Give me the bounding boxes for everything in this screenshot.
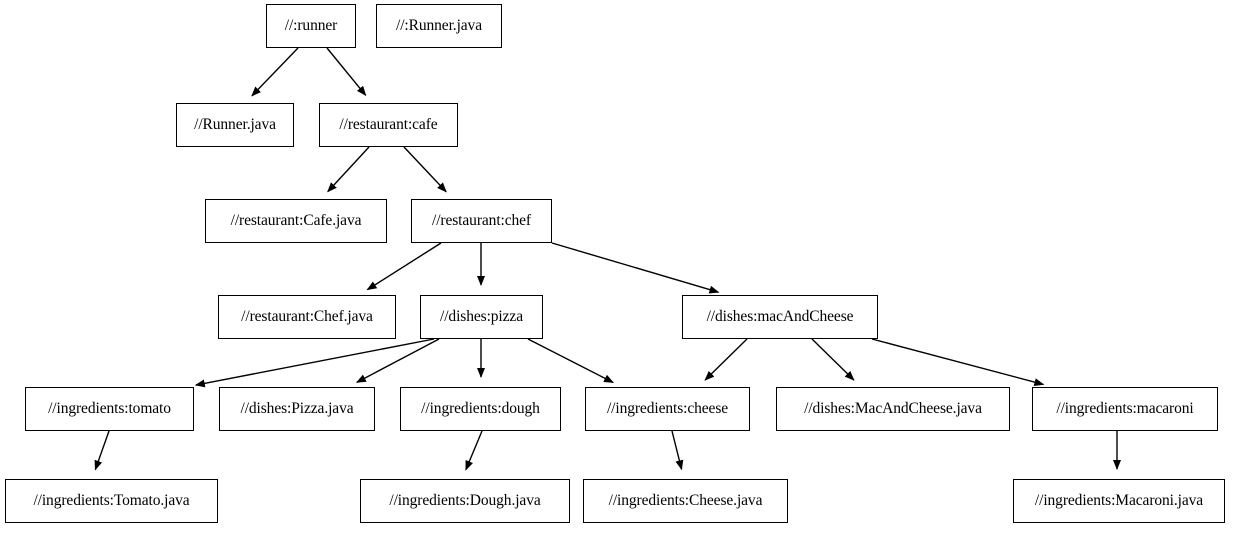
graph-node-label: //restaurant:Chef.java — [241, 308, 373, 326]
graph-node-restaurant_chef[interactable]: //restaurant:chef — [411, 199, 552, 243]
graph-node-label: //ingredients:macaroni — [1056, 400, 1194, 418]
graph-node-label: //ingredients:Dough.java — [389, 492, 541, 510]
graph-node-dishes_macandcheese[interactable]: //dishes:macAndCheese — [682, 295, 878, 339]
graph-node-label: //dishes:pizza — [440, 308, 523, 326]
graph-node-ingredients_tomato_java[interactable]: //ingredients:Tomato.java — [5, 479, 218, 523]
graph-node-runner_java[interactable]: //Runner.java — [176, 103, 294, 147]
graph-node-label: //:Runner.java — [396, 17, 482, 35]
graph-node-dishes_mac_java[interactable]: //dishes:MacAndCheese.java — [776, 387, 1010, 431]
graph-node-restaurant_chef_java[interactable]: //restaurant:Chef.java — [218, 295, 396, 339]
graph-node-label: //restaurant:cafe — [339, 116, 438, 134]
graph-node-label: //ingredients:Macaroni.java — [1034, 492, 1204, 510]
graph-node-ingredients_cheese[interactable]: //ingredients:cheese — [585, 387, 750, 431]
graph-node-dishes_pizza[interactable]: //dishes:pizza — [420, 295, 543, 339]
graph-node-label: //ingredients:dough — [421, 400, 540, 418]
graph-node-label: //ingredients:Cheese.java — [608, 492, 763, 510]
graph-node-ingredients_dough_java[interactable]: //ingredients:Dough.java — [360, 479, 570, 523]
graph-node-ingredients_dough[interactable]: //ingredients:dough — [400, 387, 561, 431]
graph-node-label: //Runner.java — [194, 116, 276, 134]
graph-node-dishes_pizza_java[interactable]: //dishes:Pizza.java — [219, 387, 375, 431]
graph-node-label: //dishes:MacAndCheese.java — [804, 400, 982, 418]
graph-node-ingredients_cheese_java[interactable]: //ingredients:Cheese.java — [583, 479, 788, 523]
graph-node-ingredients_tomato[interactable]: //ingredients:tomato — [25, 387, 194, 431]
graph-node-label: //restaurant:Cafe.java — [230, 212, 362, 230]
graph-node-label: //dishes:macAndCheese — [706, 308, 854, 326]
graph-node-restaurant_cafe[interactable]: //restaurant:cafe — [319, 103, 458, 147]
graph-node-restaurant_cafe_java[interactable]: //restaurant:Cafe.java — [205, 199, 387, 243]
graph-node-runner_java_root[interactable]: //:Runner.java — [376, 4, 502, 48]
graph-node-runner[interactable]: //:runner — [266, 4, 356, 48]
graph-node-label: //dishes:Pizza.java — [240, 400, 354, 418]
graph-node-ingredients_macaroni[interactable]: //ingredients:macaroni — [1032, 387, 1218, 431]
graph-node-label: //:runner — [284, 17, 338, 35]
graph-node-label: //ingredients:cheese — [606, 400, 729, 418]
graph-node-label: //restaurant:chef — [432, 212, 531, 230]
graph-node-ingredients_macaroni_java[interactable]: //ingredients:Macaroni.java — [1013, 479, 1225, 523]
graph-node-label: //ingredients:Tomato.java — [33, 492, 190, 510]
graph-node-label: //ingredients:tomato — [48, 400, 171, 418]
